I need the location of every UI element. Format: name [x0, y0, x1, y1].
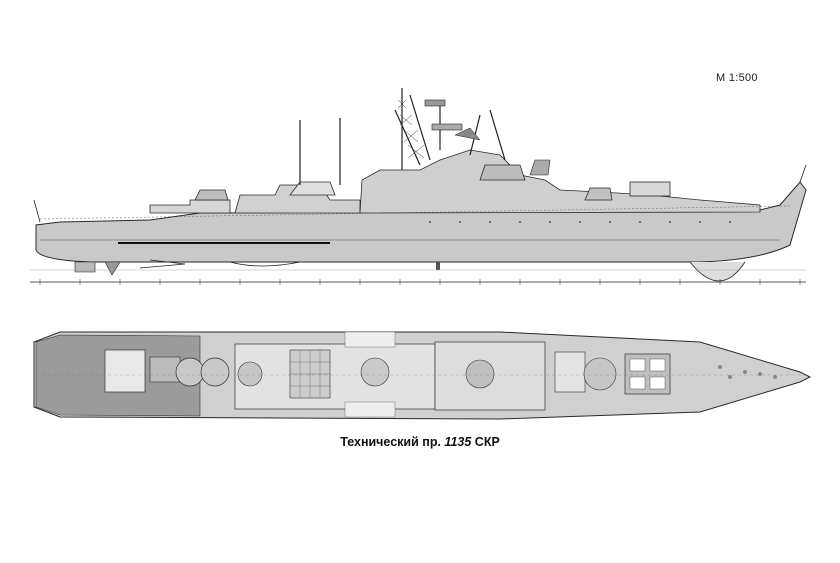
- radar-antenna-2: [431, 123, 463, 131]
- deck-grating-2: [344, 401, 396, 418]
- aft-turret-2: [200, 357, 230, 387]
- lattice-mast: [397, 99, 425, 159]
- launcher-cells: [629, 358, 666, 390]
- aft-mount: [237, 361, 263, 387]
- deck-rail: [39, 205, 791, 220]
- caption-suffix: СКР: [474, 435, 500, 449]
- main-superstructure: [359, 149, 761, 214]
- helipad-hatch: [104, 349, 146, 393]
- funnel: [529, 159, 551, 176]
- mid-superstructure: [234, 343, 436, 410]
- radar-mount: [360, 357, 390, 387]
- bridge: [479, 164, 526, 181]
- bow-sonar: [689, 261, 746, 282]
- caption-prefix: Технический пр.: [340, 435, 441, 449]
- launcher-grid-lines: [290, 350, 330, 398]
- portholes: [429, 221, 731, 223]
- bow-container: [629, 181, 671, 197]
- fwd-hatch: [554, 351, 586, 393]
- launcher-block: [289, 181, 336, 196]
- jack-staff: [799, 164, 807, 183]
- frame-ticks: [39, 279, 801, 285]
- radar-dish: [454, 127, 481, 141]
- aft-turret-1: [175, 357, 205, 387]
- rudder: [74, 261, 96, 273]
- drawing-caption: Технический пр. 1135 СКР: [0, 435, 840, 449]
- aft-turret: [194, 189, 229, 201]
- side-elevation: [30, 88, 807, 285]
- aft-hatch: [149, 356, 181, 383]
- bow-fittings: [718, 365, 777, 379]
- caption-number: 1135: [444, 435, 472, 449]
- fwd-director: [465, 359, 495, 389]
- hull-marker: [436, 262, 440, 270]
- deck-grating: [344, 331, 396, 348]
- ensign-staff: [33, 199, 41, 223]
- sonar-dome: [229, 261, 301, 267]
- radar-antenna: [424, 99, 446, 107]
- keel-dome: [139, 259, 186, 269]
- forward-deckhouse: [584, 187, 613, 201]
- scale-label: М 1:500: [716, 72, 758, 84]
- fwd-turret: [583, 357, 617, 391]
- plan-view: [33, 331, 812, 420]
- propeller: [104, 261, 121, 276]
- aft-deckhouse: [149, 199, 231, 214]
